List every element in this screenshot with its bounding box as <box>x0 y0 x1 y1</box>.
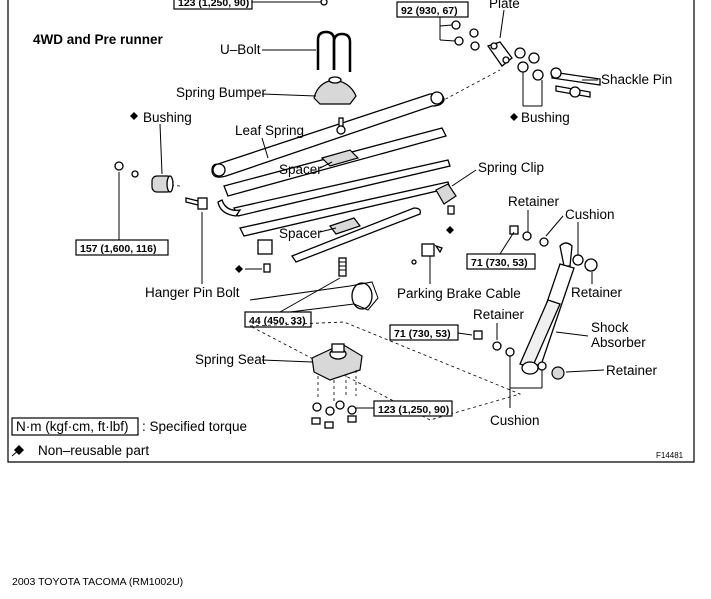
torque-box-brake: 44 (450, 33) <box>244 277 341 328</box>
label-retainer-upper: Retainer <box>508 194 560 209</box>
svg-text:157 (1,600, 116): 157 (1,600, 116) <box>80 243 156 255</box>
shackle-pin <box>550 67 601 98</box>
label-retainer-mid: Retainer <box>571 285 623 300</box>
label-hanger-pin-bolt: Hanger Pin Bolt <box>145 285 240 300</box>
hanger-bushing <box>151 175 174 193</box>
brake-bracket-bolt <box>338 257 347 277</box>
svg-text:123 (1,250, 90): 123 (1,250, 90) <box>378 404 449 416</box>
spring-seat <box>311 343 363 381</box>
shackle-bushings <box>514 47 544 81</box>
label-retainer-lower-right: Retainer <box>606 363 658 378</box>
shock-upper-hardware <box>509 225 598 272</box>
figure-id: F14481 <box>656 451 684 460</box>
spacer-upper <box>320 149 360 167</box>
label-plate: Plate <box>489 0 520 11</box>
shock-lower-hardware <box>473 330 565 380</box>
svg-text:92 (930, 67): 92 (930, 67) <box>401 5 458 17</box>
legend-unit-desc: : Specified torque <box>142 419 247 434</box>
diagram-title: 4WD and Pre runner <box>33 32 164 47</box>
label-spring-bumper: Spring Bumper <box>176 85 267 100</box>
label-retainer-lower-left: Retainer <box>473 307 525 322</box>
axle-outline <box>249 281 379 317</box>
spacer-lower <box>329 217 361 235</box>
page-footer: 2003 TOYOTA TACOMA (RM1002U) <box>12 576 183 588</box>
label-bushing-left: Bushing <box>143 110 192 125</box>
svg-text:123 (1,250, 90): 123 (1,250, 90) <box>178 0 249 9</box>
label-bushing-right: Bushing <box>521 110 570 125</box>
label-parking-brake-cable: Parking Brake Cable <box>397 286 521 301</box>
shackle-plate <box>486 41 513 67</box>
svg-text:71 (730, 53): 71 (730, 53) <box>471 257 528 269</box>
spring-clip <box>435 183 457 215</box>
shock-absorber <box>519 242 575 375</box>
center-bolt <box>336 117 346 135</box>
label-spacer-upper: Spacer <box>279 162 322 177</box>
label-shackle-pin: Shackle Pin <box>601 72 672 87</box>
hanger-washer <box>131 170 139 178</box>
torque-box-plate: 92 (930, 67) <box>396 1 469 42</box>
hanger-nut <box>114 161 124 171</box>
label-spring-seat: Spring Seat <box>195 352 266 367</box>
lower-bracket <box>257 239 273 273</box>
label-cushion-lower: Cushion <box>490 413 540 428</box>
label-leaf-spring: Leaf Spring <box>235 123 304 138</box>
parking-brake-cable-bracket <box>411 243 443 265</box>
label-shock-line2: Absorber <box>591 335 646 350</box>
spring-bumper <box>313 76 357 105</box>
diagram-frame <box>7 0 695 463</box>
torque-box-u-bolt: 123 (1,250, 90) <box>356 400 453 417</box>
legend-torque: N·m (kgf·cm, ft·lbf) : Specified torque <box>11 417 247 436</box>
torque-box-shock-upper: 71 (730, 53) <box>466 231 536 270</box>
legend-unit-box: N·m (kgf·cm, ft·lbf) <box>16 419 129 434</box>
label-shock-line1: Shock <box>591 320 629 335</box>
u-bolt-nuts <box>311 370 357 429</box>
leaf-spring <box>211 91 451 263</box>
hanger-pin-bolt <box>185 197 208 210</box>
u-bolt <box>316 30 352 72</box>
legend-nonreusable: Non–reusable part <box>11 443 149 458</box>
label-u-bolt: U–Bolt <box>220 42 261 57</box>
svg-text:71 (730, 53): 71 (730, 53) <box>394 328 451 340</box>
svg-text:44 (450, 33): 44 (450, 33) <box>249 315 306 327</box>
torque-box-shock-lower: 71 (730, 53) <box>389 324 473 341</box>
torque-box-hanger: 157 (1,600, 116) <box>75 172 169 256</box>
label-spring-clip: Spring Clip <box>478 160 544 175</box>
torque-box-top: 123 (1,250, 90) <box>173 0 328 10</box>
plate-nuts <box>451 20 480 51</box>
label-cushion-upper: Cushion <box>565 207 615 222</box>
nonreusable-marker <box>510 113 518 121</box>
legend-nonreusable-text: Non–reusable part <box>38 443 149 458</box>
label-spacer-lower: Spacer <box>279 226 322 241</box>
